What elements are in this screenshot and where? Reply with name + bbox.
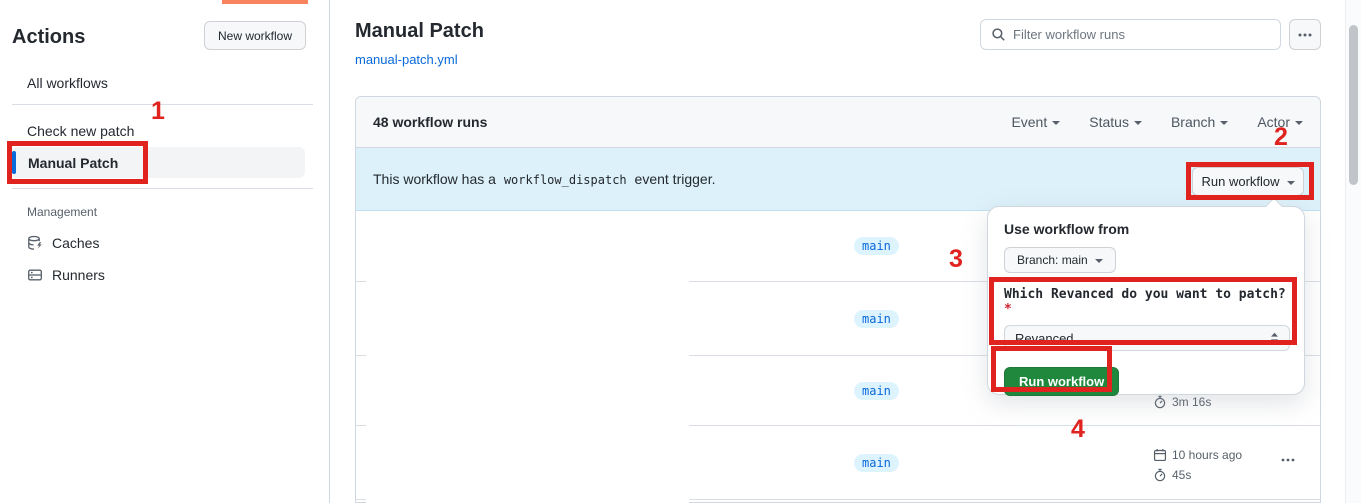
dialog-title: Use workflow from	[1004, 221, 1130, 237]
duration-label: 3m 16s	[1172, 395, 1212, 409]
workflow-dispatch-banner: This workflow has a workflow_dispatch ev…	[356, 148, 1320, 211]
annotation-top-bar	[222, 0, 308, 4]
run-workflow-dropdown-button[interactable]: Run workflow	[1192, 167, 1304, 196]
kebab-horizontal-icon	[1298, 33, 1312, 36]
filter-label: Branch	[1170, 114, 1216, 130]
filter-actor[interactable]: Actor	[1257, 114, 1303, 130]
workflow-run-row[interactable]: main 3m 16s	[356, 356, 1320, 426]
workflow-run-row[interactable]: main	[356, 282, 1320, 356]
scrollbar-thumb[interactable]	[1349, 25, 1358, 185]
duration-label: 45s	[1172, 468, 1192, 482]
run-filters: Event Status Branch Actor	[1011, 114, 1303, 130]
input-label-text: Which Revanced do you want to patch?	[1004, 287, 1286, 302]
workflow-run-row[interactable]: main 10 hours ago 45s	[356, 426, 1320, 500]
stopwatch-icon	[1154, 468, 1166, 482]
sidebar-divider	[12, 188, 313, 189]
sidebar-divider	[12, 104, 313, 105]
run-duration: 3m 16s	[1153, 395, 1211, 409]
sidebar-item-manual-patch[interactable]: Manual Patch	[12, 147, 305, 178]
select-value: Revanced	[1015, 330, 1074, 346]
selected-indicator-bar	[12, 151, 16, 174]
branch-badge[interactable]: main	[854, 453, 899, 472]
branch-selector-button[interactable]: Branch: main	[1004, 247, 1116, 273]
banner-text: This workflow has a workflow_dispatch ev…	[373, 171, 715, 187]
management-section-label: Management	[27, 205, 98, 219]
runners-icon	[28, 269, 42, 281]
sidebar-item-caches[interactable]: Caches	[27, 235, 99, 251]
sidebar-item-label: Caches	[52, 235, 100, 251]
stopwatch-icon	[1154, 395, 1166, 409]
filter-branch[interactable]: Branch	[1170, 114, 1229, 130]
chevron-down-icon	[1286, 180, 1295, 185]
actions-sidebar: Actions New workflow All workflows Check…	[0, 0, 330, 503]
run-duration: 45s	[1153, 468, 1191, 482]
workflow-input-label: Which Revanced do you want to patch? *	[1004, 287, 1288, 317]
scrollbar-track[interactable]	[1345, 0, 1361, 503]
sidebar-title: Actions	[12, 26, 86, 48]
filter-label: Actor	[1257, 114, 1290, 130]
workflow-file-link[interactable]: manual-patch.yml	[355, 52, 458, 67]
runs-header: 48 workflow runs Event Status Branch Act…	[356, 97, 1320, 148]
chevron-down-icon	[1295, 121, 1303, 125]
run-time: 10 hours ago	[1153, 448, 1242, 462]
updown-chevron-icon	[1271, 332, 1278, 344]
run-workflow-dialog: Use workflow from Branch: main Which Rev…	[987, 197, 1305, 396]
banner-text-prefix: This workflow has a	[373, 171, 496, 187]
row-kebab-button[interactable]	[1276, 454, 1300, 466]
branch-badge[interactable]: main	[854, 309, 899, 328]
branch-badge[interactable]: main	[854, 381, 899, 400]
sidebar-item-label: Manual Patch	[28, 154, 119, 171]
branch-badge[interactable]: main	[854, 237, 899, 255]
branch-selector-label: Branch: main	[1017, 253, 1088, 267]
revanced-select[interactable]: Revanced	[1004, 325, 1290, 351]
chevron-down-icon	[1052, 121, 1061, 125]
filter-label: Event	[1011, 114, 1048, 130]
chevron-down-icon	[1220, 121, 1229, 125]
search-icon	[992, 28, 1005, 41]
filter-status[interactable]: Status	[1089, 114, 1142, 130]
redacted-area	[366, 214, 689, 504]
filter-runs-input[interactable]	[1013, 27, 1270, 42]
banner-text-suffix: event trigger.	[634, 171, 716, 187]
chevron-down-icon	[1133, 121, 1142, 125]
time-label: 10 hours ago	[1172, 448, 1243, 462]
kebab-horizontal-icon	[1281, 458, 1295, 462]
filter-label: Status	[1089, 114, 1129, 130]
runs-count: 48 workflow runs	[373, 114, 488, 130]
banner-code: workflow_dispatch	[503, 173, 627, 187]
new-workflow-button[interactable]: New workflow	[204, 21, 306, 50]
calendar-icon	[1153, 449, 1167, 462]
filter-runs-searchbox[interactable]	[980, 19, 1281, 50]
workflow-run-row[interactable]: main	[356, 211, 1320, 282]
required-marker: *	[1004, 302, 1012, 317]
sidebar-item-label: Runners	[52, 267, 105, 283]
chevron-down-icon	[1094, 259, 1103, 263]
sidebar-item-check-new-patch[interactable]: Check new patch	[27, 123, 135, 139]
page-kebab-button[interactable]	[1289, 19, 1321, 50]
page-title: Manual Patch	[355, 20, 484, 42]
sidebar-item-runners[interactable]: Runners	[27, 267, 105, 283]
cache-icon	[28, 235, 42, 250]
filter-event[interactable]: Event	[1011, 114, 1061, 130]
run-workflow-submit-button[interactable]: Run workflow	[1004, 367, 1120, 396]
run-workflow-label: Run workflow	[1201, 174, 1280, 189]
sidebar-item-all-workflows[interactable]: All workflows	[27, 75, 108, 91]
